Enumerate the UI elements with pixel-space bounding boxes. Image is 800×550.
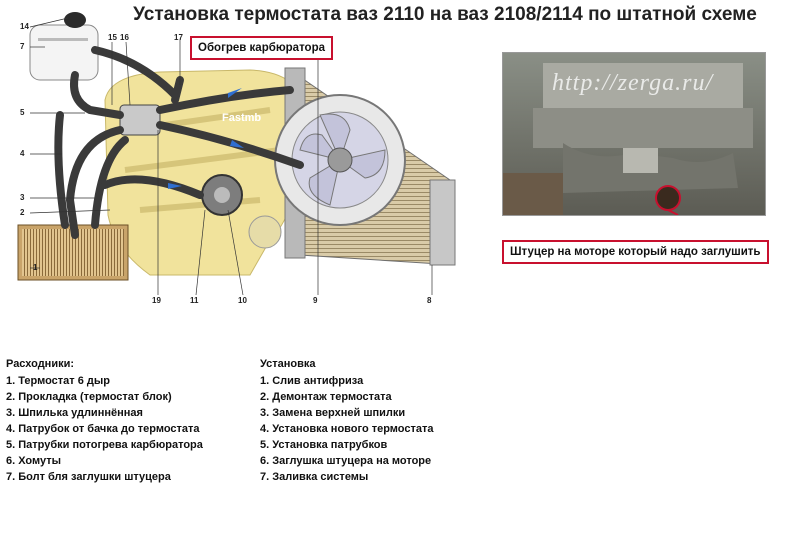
page-title: Установка термостата ваз 2110 на ваз 210… bbox=[133, 4, 757, 25]
carburetor-heating-callout: Обогрев карбюратора bbox=[190, 36, 333, 60]
fitting-plug-callout: Штуцер на моторе который надо заглушить bbox=[502, 240, 769, 264]
list-item: 7. Болт бля заглушки штуцера bbox=[6, 471, 171, 483]
expansion-tank bbox=[29, 24, 99, 81]
consumables-list: Расходники: 1. Термостат 6 дыр 2. Прокла… bbox=[6, 356, 203, 485]
list-item: 1. Термостат 6 дыр bbox=[6, 375, 110, 387]
logo-text: Fastmb bbox=[222, 112, 262, 124]
engine-photo bbox=[502, 52, 766, 216]
list-item: 1. Слив антифриза bbox=[260, 375, 364, 387]
list-item: 2. Прокладка (термостат блок) bbox=[6, 391, 172, 403]
installation-list: Установка 1. Слив антифриза 2. Демонтаж … bbox=[260, 356, 434, 485]
part-number-18: 11 bbox=[190, 296, 199, 305]
expansion-tank-cap bbox=[64, 12, 86, 28]
part-number-17: 10 bbox=[238, 296, 247, 305]
watermark: http://zerga.ru/ bbox=[552, 70, 714, 96]
installation-header: Установка bbox=[260, 358, 316, 370]
part-number-15: 8 bbox=[427, 296, 432, 305]
list-item: 5. Установка патрубков bbox=[260, 439, 388, 451]
cooling-system-diagram bbox=[17, 12, 456, 296]
leader-lines bbox=[29, 17, 433, 296]
radiator-fan bbox=[274, 94, 406, 226]
crank-pulley bbox=[248, 215, 282, 249]
part-number-8: 14 bbox=[20, 22, 29, 31]
list-item: 6. Заглушка штуцера на моторе bbox=[260, 455, 432, 467]
part-number-7: 7 bbox=[20, 42, 25, 51]
part-number-5: 5 bbox=[20, 108, 25, 117]
consumables-header: Расходники: bbox=[6, 358, 75, 370]
list-item: 4. Патрубок от бачка до термостата bbox=[6, 423, 200, 435]
thermostat bbox=[119, 104, 161, 136]
list-item: 3. Замена верхней шпилки bbox=[260, 407, 406, 419]
list-item: 5. Патрубки потогрева карбюратора bbox=[6, 439, 203, 451]
part-number-16: 9 bbox=[313, 296, 318, 305]
flow-arrows bbox=[168, 88, 244, 189]
list-item: 2. Демонтаж термостата bbox=[260, 391, 392, 403]
part-number-3: 3 bbox=[20, 193, 25, 202]
part-number-1: 1 bbox=[33, 263, 38, 272]
part-number-19: 19 bbox=[152, 296, 161, 305]
part-number-10: 16 bbox=[120, 33, 129, 42]
list-item: 3. Шпилька удлиннённая bbox=[6, 407, 143, 419]
part-number-4: 4 bbox=[20, 149, 25, 158]
part-number-9: 15 bbox=[108, 33, 117, 42]
list-item: 4. Установка нового термостата bbox=[260, 423, 434, 435]
list-item: 7. Заливка системы bbox=[260, 471, 369, 483]
part-number-11: 17 bbox=[174, 33, 183, 42]
list-item: 6. Хомуты bbox=[6, 455, 62, 467]
part-number-2: 2 bbox=[20, 208, 25, 217]
